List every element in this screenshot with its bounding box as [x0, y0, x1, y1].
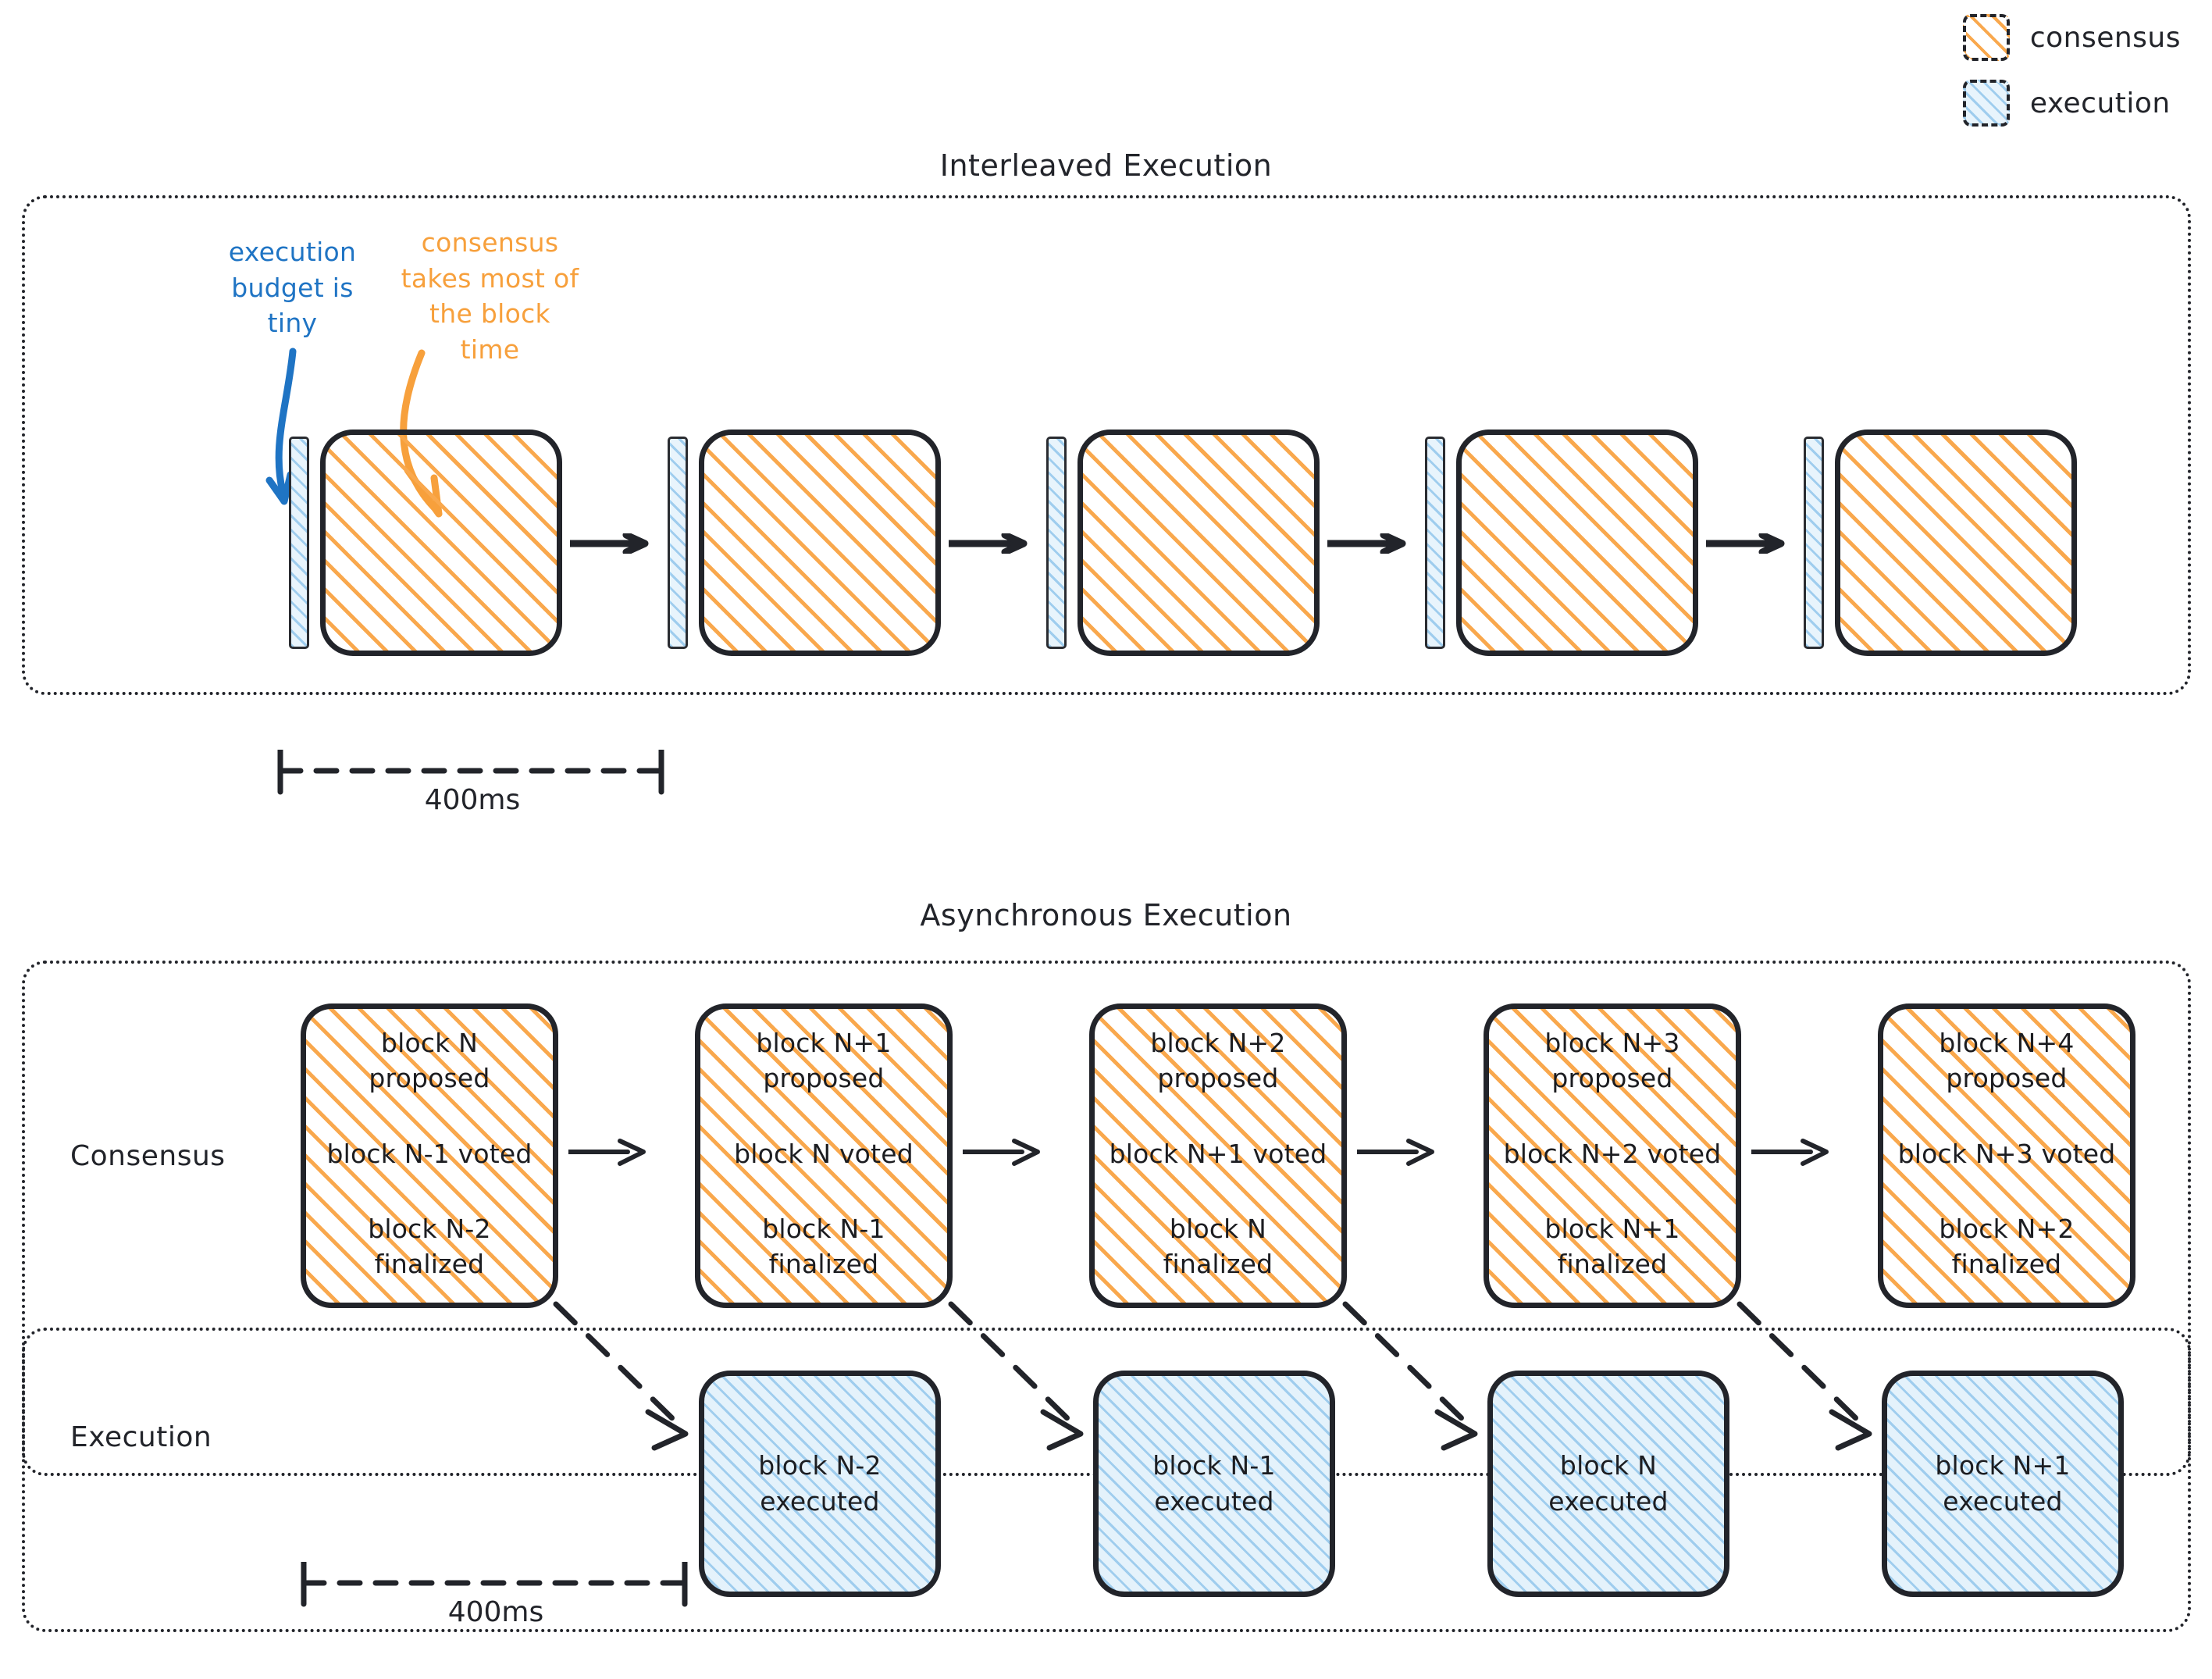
consensus-proposed-label: block N+3 proposed: [1544, 1028, 1680, 1093]
execution-annotation-arrow-icon: [275, 348, 297, 496]
flow-arrow-1-icon: [570, 533, 649, 554]
consensus-proposed-label: block N+2 proposed: [1150, 1028, 1286, 1093]
handoff-arrow-4-icon: [1736, 1301, 1866, 1428]
interleaved-slot-1: [289, 426, 562, 660]
consensus-finalized-label: block N-2 finalized: [368, 1214, 491, 1280]
handoff-arrow-3-icon: [1342, 1301, 1472, 1428]
consensus-chain-arrow-3-icon: [1357, 1139, 1434, 1166]
ruler-400ms-top: 400ms: [277, 747, 668, 836]
interleaved-slot-3: [1046, 426, 1320, 660]
execution-bar: [289, 437, 309, 649]
consensus-voted-label: block N+1 voted: [1109, 1138, 1327, 1169]
execution-bar: [1046, 437, 1067, 649]
legend: consensus execution: [1962, 14, 2181, 127]
consensus-voted-label: block N+2 voted: [1503, 1138, 1722, 1169]
ruler-label-bottom: 400ms: [447, 1596, 544, 1628]
consensus-proposed-label: block N proposed: [369, 1028, 490, 1093]
consensus-card-3: block N+2 proposed block N+1 voted block…: [1089, 1003, 1347, 1308]
interleaved-blocks-row: [0, 426, 2212, 660]
consensus-card-4: block N+3 proposed block N+2 voted block…: [1484, 1003, 1741, 1308]
annotation-consensus-block-time: consensus takes most of the block time: [401, 227, 579, 365]
section-title-interleaved: Interleaved Execution: [939, 148, 1273, 183]
execution-card-1: block N-2 executed: [699, 1371, 941, 1597]
annotation-execution-budget: execution budget is tiny: [228, 237, 357, 339]
consensus-card-1: block N proposed block N-1 voted block N…: [301, 1003, 558, 1308]
execution-bar: [1425, 437, 1445, 649]
interleaved-slot-5: [1804, 426, 2077, 660]
consensus-voted-label: block N+3 voted: [1897, 1138, 2116, 1169]
consensus-block: [1835, 430, 2077, 656]
flow-arrow-2-icon: [949, 533, 1028, 554]
consensus-cards-row: block N proposed block N-1 voted block N…: [0, 1003, 2212, 1441]
consensus-block: [1456, 430, 1698, 656]
execution-card-2: block N-1 executed: [1093, 1371, 1335, 1597]
consensus-finalized-label: block N+1 finalized: [1544, 1214, 1680, 1280]
consensus-chain-arrow-1-icon: [568, 1139, 646, 1166]
ruler-400ms-bottom: 400ms: [301, 1559, 691, 1648]
consensus-block: [320, 430, 562, 656]
legend-label-consensus: consensus: [2029, 21, 2181, 54]
execution-card-label: block N-1 executed: [1152, 1449, 1276, 1517]
consensus-block: [1078, 430, 1320, 656]
consensus-chain-arrow-4-icon: [1751, 1139, 1829, 1166]
consensus-finalized-label: block N finalized: [1163, 1214, 1273, 1280]
handoff-arrow-2-icon: [948, 1301, 1078, 1428]
consensus-voted-label: block N-1 voted: [326, 1138, 533, 1169]
execution-card-label: block N+1 executed: [1935, 1449, 2071, 1517]
legend-item-execution: execution: [1962, 80, 2181, 127]
consensus-proposed-label: block N+1 proposed: [756, 1028, 892, 1093]
consensus-card-5: block N+4 proposed block N+3 voted block…: [1878, 1003, 2135, 1308]
interleaved-frame: [22, 195, 2191, 695]
row-label-execution: Execution: [70, 1421, 212, 1453]
section-title-asynchronous: Asynchronous Execution: [920, 898, 1292, 932]
hatched-square-blue-icon: [1962, 80, 2010, 127]
execution-bar: [1804, 437, 1824, 649]
legend-item-consensus: consensus: [1962, 14, 2181, 61]
execution-card-3: block N executed: [1487, 1371, 1729, 1597]
execution-frame: [22, 1328, 2191, 1632]
execution-cards-row: block N-2 executed block N-1 executed bl…: [0, 1371, 2212, 1597]
consensus-proposed-label: block N+4 proposed: [1939, 1028, 2075, 1093]
hatched-square-orange-icon: [1962, 14, 2010, 61]
execution-card-label: block N executed: [1548, 1449, 1669, 1517]
flow-arrow-3-icon: [1327, 533, 1406, 554]
flow-arrow-4-icon: [1706, 533, 1785, 554]
ruler-label-top: 400ms: [424, 784, 521, 816]
execution-bar: [668, 437, 688, 649]
consensus-finalized-label: block N-1 finalized: [762, 1214, 885, 1280]
interleaved-slot-2: [668, 426, 941, 660]
handoff-arrow-1-icon: [553, 1301, 682, 1428]
execution-card-4: block N+1 executed: [1882, 1371, 2124, 1597]
execution-card-label: block N-2 executed: [758, 1449, 882, 1517]
consensus-card-2: block N+1 proposed block N voted block N…: [695, 1003, 953, 1308]
interleaved-slot-4: [1425, 426, 1698, 660]
handoff-arrows: [553, 1301, 1872, 1451]
consensus-voted-label: block N voted: [734, 1138, 914, 1169]
consensus-block: [699, 430, 941, 656]
consensus-chain-arrow-2-icon: [963, 1139, 1040, 1166]
legend-label-execution: execution: [2029, 87, 2171, 119]
row-label-consensus: Consensus: [70, 1140, 226, 1172]
consensus-finalized-label: block N+2 finalized: [1939, 1214, 2075, 1280]
